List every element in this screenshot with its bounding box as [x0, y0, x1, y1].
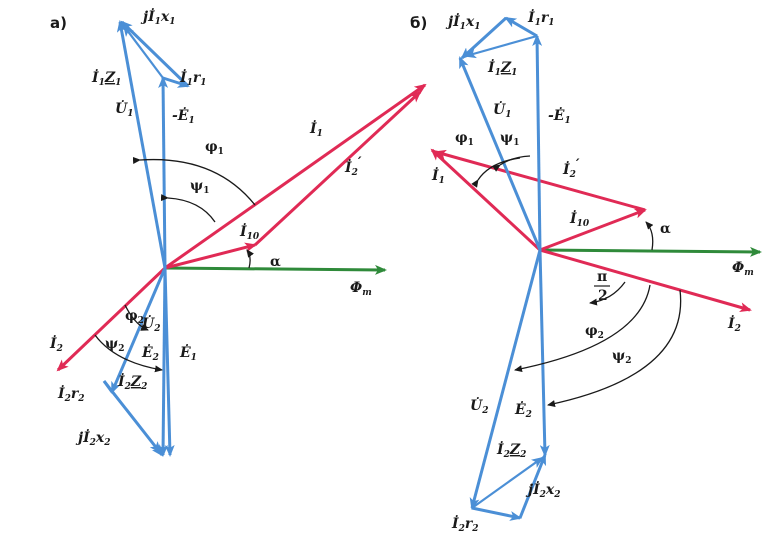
phasor-I2r2-b: [471, 506, 522, 521]
label-psi1-a: ψ1: [190, 178, 209, 196]
phasor-U1-a: [116, 20, 167, 269]
arc-phi1-a: [132, 156, 256, 206]
phasor-U2-a: [110, 267, 167, 394]
phasor-I2prime-a: [253, 90, 422, 247]
arc-alpha-b: [645, 221, 654, 251]
phasor-flux-b: [539, 246, 762, 257]
label-psi2-a: ψ2: [105, 336, 124, 354]
label-alpha-b: α: [660, 221, 671, 237]
diagram-a: а) jİ1x1 İ1Z1 İ1r1 U̇1 -Ė1 φ1 ψ: [49, 6, 427, 457]
label-psi1-b: ψ1: [500, 130, 519, 148]
label-phi2-b: φ2: [585, 323, 604, 341]
label-flux-a: Φm: [350, 280, 372, 298]
label-I2r2-a: İ2r2: [57, 383, 84, 404]
label-phi2-a: φ2: [125, 308, 144, 326]
label-psi2-b: ψ2: [612, 348, 631, 366]
label-U1-b: U̇1: [493, 100, 511, 120]
label-I2Z2-a: İ2Z2: [117, 371, 147, 392]
label-phi1-b: φ1: [455, 130, 474, 148]
phasor-I1Z1-a: [122, 24, 164, 79]
arc-psi2-a: [94, 334, 163, 373]
phasor-I10-b: [539, 208, 647, 252]
arc-phi2-b: [514, 284, 651, 373]
phasor-E2-b: [538, 249, 550, 457]
arc-psi2-b: [547, 289, 682, 407]
diagram-b: б) jİ1x1 İ1r1 İ1Z1 U̇1 -Ė1 φ1 ψ: [410, 7, 762, 534]
arc-pi2-b: [589, 281, 626, 306]
label-minusE1-a: -Ė1: [172, 105, 195, 126]
phasor-E2-a: [158, 267, 169, 457]
phasor-I2Z2-b: [471, 456, 544, 509]
panel-label-b: б): [410, 14, 427, 32]
arc-psi1-a: [160, 194, 216, 223]
label-U2-a: U̇2: [142, 314, 160, 334]
label-I1Z1-a: İ1Z1: [91, 67, 121, 88]
label-I1-a: İ1: [309, 118, 323, 139]
label-U1-a: U̇1: [115, 99, 133, 119]
label-I2prime-b: İ2′: [562, 157, 580, 180]
label-phi1-a: φ1: [205, 139, 224, 157]
label-E2-a: Ė2: [141, 342, 159, 363]
phasor-jI1x1-a: [120, 20, 190, 88]
label-I2-a: İ2: [49, 333, 63, 354]
label-I2prime-a: İ2′: [344, 155, 362, 178]
label-jI2x2-a: jİ2x2: [75, 427, 111, 448]
phasor-I1Z1-b: [464, 34, 538, 59]
arc-alpha-a: [246, 249, 254, 269]
label-I2Z2-b: İ2Z2: [496, 439, 526, 460]
label-alpha-a: α: [270, 254, 281, 270]
label-jI1x1-a: jİ1x1: [140, 6, 176, 27]
phasor-I1-b: [430, 148, 542, 252]
phasor-I10-a: [164, 242, 257, 270]
label-I10-a: İ10: [239, 221, 260, 242]
phasor-I2Z2-a: [111, 391, 162, 454]
label-I2-b: İ2: [727, 313, 741, 334]
label-I1r1-a: İ1r1: [179, 67, 206, 88]
phasor-I1-a: [164, 83, 427, 270]
label-minusE1-b: -Ė1: [548, 105, 571, 126]
phasor-U1-b: [458, 56, 542, 251]
label-jI2x2-b: jİ2x2: [525, 479, 561, 500]
label-flux-b: Φm: [732, 260, 754, 278]
phasor-U2-b: [469, 249, 542, 510]
label-I2r2-b: İ2r2: [451, 513, 478, 534]
label-I1-b: İ1: [431, 165, 445, 186]
label-E1-a: Ė1: [179, 342, 197, 363]
arc-psi1-b: [492, 155, 531, 172]
label-U2-b: U̇2: [470, 396, 488, 416]
label-two-b: 2: [598, 288, 608, 304]
label-I1r1-b: İ1r1: [527, 7, 554, 28]
phasor-I1r1-b: [504, 16, 538, 38]
arc-phi2-a: [124, 304, 149, 331]
phasor-minusE1-a: [158, 76, 169, 269]
phasor-I1r1-a: [162, 76, 190, 88]
panel-label-a: а): [50, 14, 67, 32]
phasor-flux-a: [164, 264, 387, 275]
label-pi-b: π: [597, 269, 607, 285]
phasor-I2-b: [539, 248, 752, 313]
label-jI1x1-b: jİ1x1: [445, 11, 481, 32]
phasor-I2-a: [56, 266, 167, 372]
label-E2-b: Ė2: [514, 399, 532, 420]
label-I1Z1-b: İ1Z1: [487, 57, 517, 78]
label-I10-b: İ10: [569, 208, 590, 229]
phasor-minusE1-b: [532, 34, 543, 251]
